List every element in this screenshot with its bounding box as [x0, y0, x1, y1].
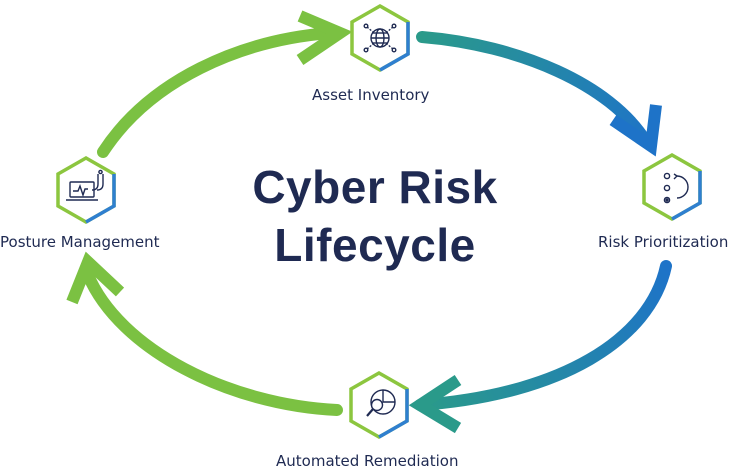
arrowhead-asset — [296, 10, 353, 65]
title-line-1: Cyber Risk — [252, 161, 498, 213]
priority-list-icon — [663, 172, 689, 204]
node-posture-management — [56, 155, 116, 225]
node-risk-prioritization — [642, 152, 702, 222]
node-automated-remediation — [349, 370, 409, 440]
arrowhead-posture — [66, 251, 125, 305]
laptop-stethoscope-icon — [66, 169, 104, 201]
label-automated-remediation: Automated Remediation — [276, 452, 459, 470]
node-asset-inventory — [350, 3, 410, 73]
arrow-remediation-to-posture — [82, 269, 343, 416]
arrowhead-remediation — [408, 374, 462, 434]
magnifier-pie-icon — [366, 389, 396, 417]
label-asset-inventory: Asset Inventory — [312, 86, 430, 104]
arrow-asset-to-risk — [416, 31, 651, 146]
arrow-risk-to-remediation — [414, 260, 672, 411]
title-line-2: Lifecycle — [274, 219, 476, 271]
diagram-title: Cyber Risk Lifecycle — [200, 158, 550, 274]
arrowhead-risk — [609, 104, 662, 157]
globe-network-icon — [363, 23, 397, 53]
label-posture-management: Posture Management — [0, 233, 160, 251]
label-risk-prioritization: Risk Prioritization — [598, 233, 729, 251]
arrow-posture-to-asset — [97, 27, 336, 158]
